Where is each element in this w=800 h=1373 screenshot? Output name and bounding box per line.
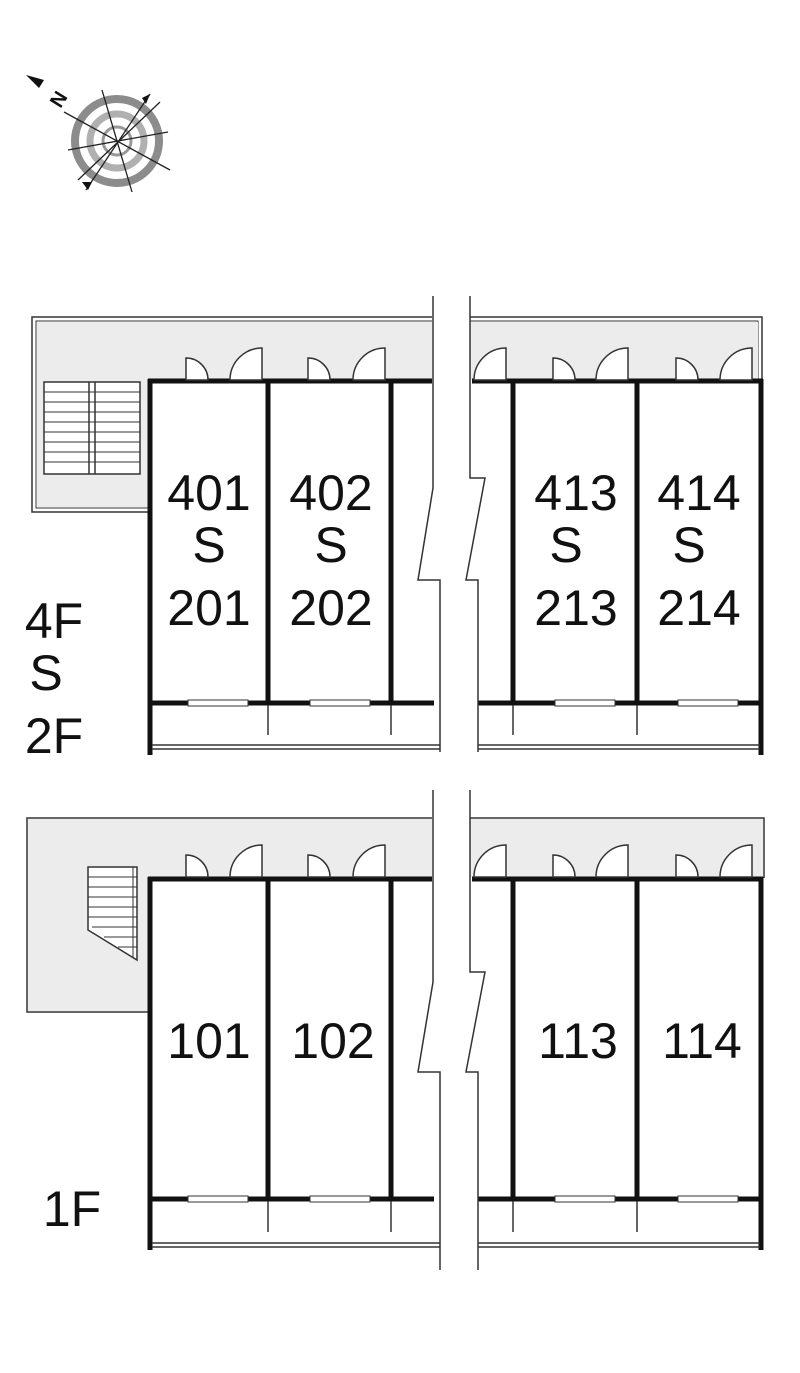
break-line-symbol [417, 790, 486, 1270]
unit-range-separator: S [672, 517, 705, 573]
unit-label-214: 214 [657, 580, 740, 636]
compass-icon: N [26, 75, 171, 193]
floor-label-1f: 1F [43, 1181, 101, 1237]
unit-label-402: 402 [289, 465, 372, 521]
unit-label-102: 102 [291, 1013, 374, 1069]
unit-label-101: 101 [167, 1013, 250, 1069]
compass-north-label: N [46, 88, 72, 112]
unit-label-201: 201 [167, 580, 250, 636]
unit-range-separator: S [192, 517, 225, 573]
floor-range-separator: S [29, 645, 62, 701]
break-line-symbol [417, 296, 486, 752]
unit-label-213: 213 [534, 580, 617, 636]
unit-label-113: 113 [538, 1013, 618, 1069]
floor-label-4f: 4F [25, 593, 83, 649]
ground-floor-plan: 101 102 113 114 1F [26, 790, 765, 1270]
upper-floor-plan: 401 S 201 402 S 202 413 S 213 414 S 214 … [25, 296, 764, 764]
floor-label-2f: 2F [25, 708, 83, 764]
unit-label-114: 114 [662, 1013, 742, 1069]
unit-label-202: 202 [289, 580, 372, 636]
unit-range-separator: S [549, 517, 582, 573]
staircase-icon [43, 381, 141, 475]
unit-range-separator: S [314, 517, 347, 573]
unit-label-414: 414 [657, 465, 740, 521]
unit-label-413: 413 [534, 465, 617, 521]
unit-label-401: 401 [167, 465, 250, 521]
staircase-icon [87, 866, 138, 962]
